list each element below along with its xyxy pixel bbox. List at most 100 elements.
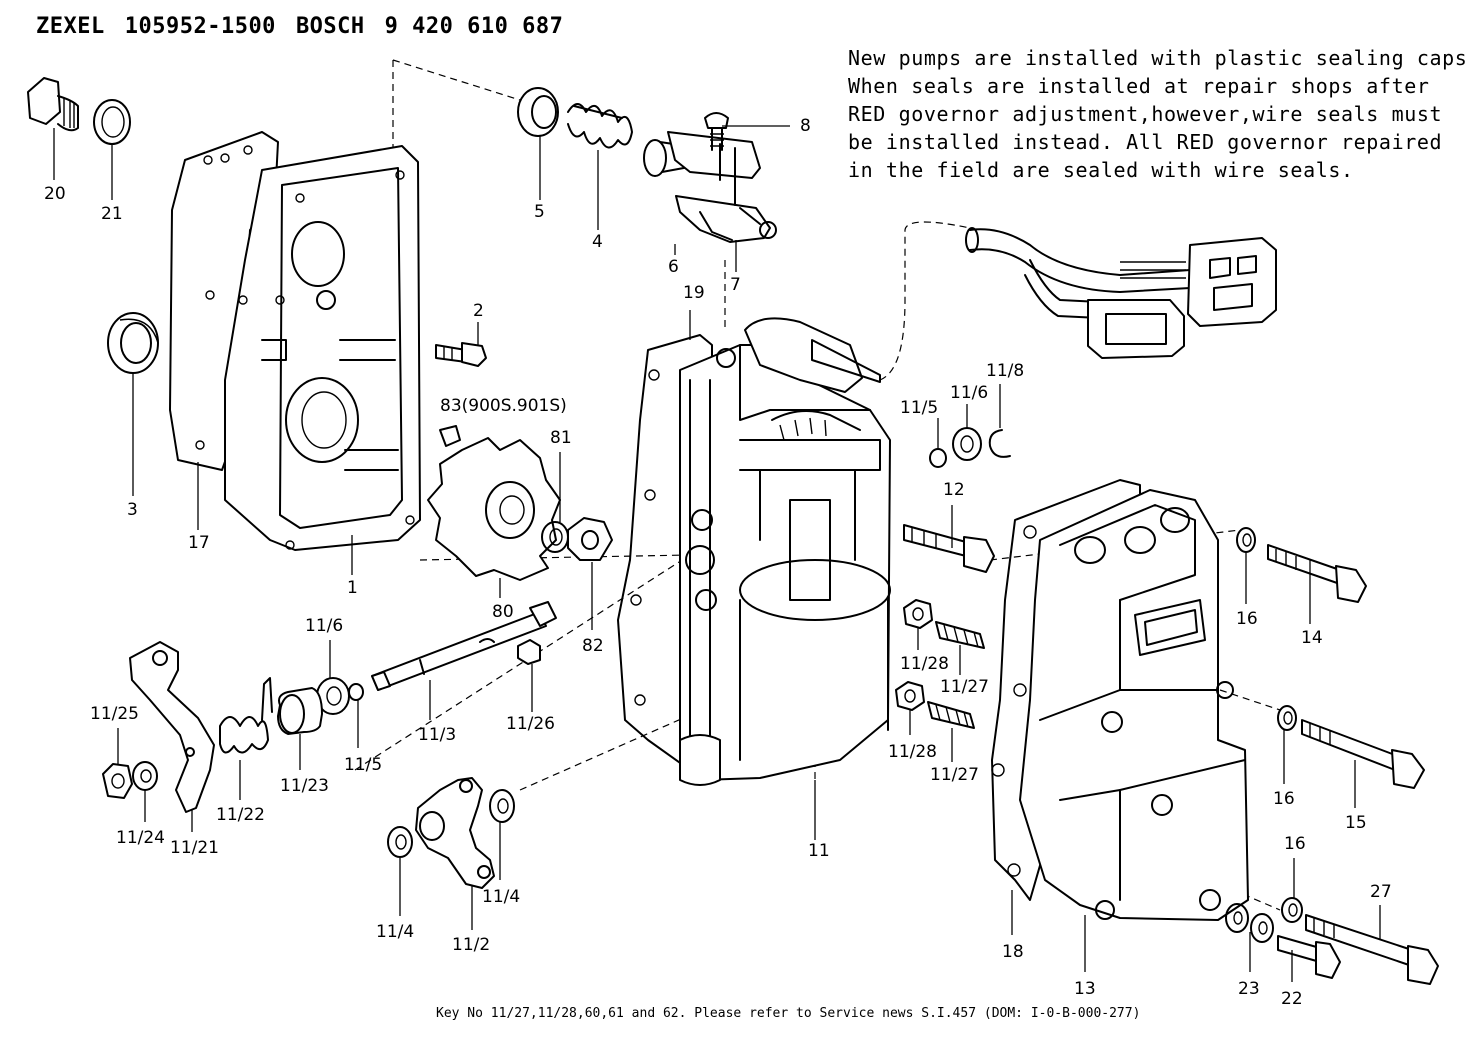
label-11-27-upper: 11/27 [940, 677, 989, 697]
label-11-26: 11/26 [506, 714, 555, 734]
label-5: 5 [534, 202, 545, 222]
label-6: 6 [668, 257, 679, 277]
label-11-4-left: 11/4 [376, 922, 415, 942]
label-83: 83(900S.901S) [440, 396, 567, 416]
note-line-4: be installed instead. All RED governor r… [848, 130, 1443, 154]
governor-housing-part-1 [224, 145, 421, 551]
bolt-part-22 [1277, 935, 1341, 979]
washers-part-23 [1225, 903, 1274, 943]
footer-service-note: Key No 11/27,11/28,60,61 and 62. Please … [436, 1006, 1141, 1021]
pin-part-11-26 [479, 638, 495, 643]
rotor-part-80 [427, 437, 561, 581]
gasket-part-19 [617, 334, 713, 771]
label-11-27-lower: 11/27 [930, 765, 979, 785]
leader-lines [53, 125, 1381, 982]
seal-ring-part-3 [107, 312, 159, 374]
note-line-1: New pumps are installed with plastic sea… [848, 46, 1470, 70]
lever-part-11-2 [415, 777, 495, 889]
gasket-part-18 [991, 479, 1141, 901]
label-3: 3 [127, 500, 138, 520]
label-23: 23 [1238, 979, 1260, 999]
o-ring-part-11-5-lower [348, 683, 364, 701]
label-80: 80 [492, 602, 514, 622]
label-11-8: 11/8 [986, 361, 1025, 381]
label-22: 22 [1281, 989, 1303, 1009]
brand-bosch: BOSCH [295, 14, 365, 39]
note-line-3: RED governor adjustment,however,wire sea… [848, 102, 1443, 126]
nut-part-11-25 [102, 763, 133, 799]
wiring-harness-connector [965, 227, 1277, 359]
washer-part-11-24 [132, 761, 158, 791]
cover-part-13 [1019, 489, 1249, 921]
part-number-bosch: 9 420 610 687 [384, 14, 564, 39]
nut-part-11-28-lower [895, 681, 925, 711]
lever-bracket-part-6-7 [643, 131, 777, 243]
label-11-5-upper: 11/5 [900, 398, 939, 418]
nut-part-82 [567, 517, 613, 561]
label-11-6-lower: 11/6 [305, 616, 344, 636]
screw-part-11-27-upper [935, 621, 985, 649]
screw-part-8 [704, 112, 729, 151]
label-11-23: 11/23 [280, 776, 329, 796]
label-18: 18 [1002, 942, 1024, 962]
label-8: 8 [800, 116, 811, 136]
label-16-lower: 16 [1284, 834, 1306, 854]
label-11-6-upper: 11/6 [950, 383, 989, 403]
washer-part-11-4-right [489, 789, 515, 823]
label-11-4-right: 11/4 [482, 887, 521, 907]
label-11-22: 11/22 [216, 805, 265, 825]
label-12: 12 [943, 480, 965, 500]
note-line-2: When seals are installed at repair shops… [848, 74, 1430, 98]
label-20: 20 [44, 184, 66, 204]
label-19: 19 [683, 283, 705, 303]
washer-part-11-6-upper [952, 427, 982, 461]
label-11-24: 11/24 [116, 828, 165, 848]
screw-part-11-26 [517, 639, 541, 665]
label-7: 7 [730, 275, 741, 295]
header-part-numbers: ZEXEL 105952-1500 BOSCH 9 420 610 687 [36, 14, 583, 39]
label-13: 13 [1074, 979, 1096, 999]
label-81: 81 [550, 428, 572, 448]
bolt-part-15 [1301, 719, 1425, 789]
label-17: 17 [188, 533, 210, 553]
label-27: 27 [1370, 882, 1392, 902]
bolt-part-12 [903, 524, 995, 573]
label-11: 11 [808, 841, 830, 861]
spring-part-4 [567, 103, 633, 149]
clip-part-11-8 [988, 429, 1011, 458]
bolt-part-14 [1267, 544, 1367, 603]
screw-part-11-27-lower [927, 701, 975, 729]
label-11-3: 11/3 [418, 725, 457, 745]
bushing-part-11-23 [277, 687, 323, 735]
label-14: 14 [1301, 628, 1323, 648]
plug-part-20 [27, 77, 79, 132]
label-16-middle: 16 [1273, 789, 1295, 809]
washer-part-16-lower [1281, 897, 1303, 923]
seal-part-5 [517, 87, 559, 137]
label-1: 1 [347, 578, 358, 598]
washer-part-16-middle [1277, 705, 1297, 731]
label-82: 82 [582, 636, 604, 656]
label-11-25: 11/25 [90, 704, 139, 724]
label-11-21: 11/21 [170, 838, 219, 858]
label-11-2: 11/2 [452, 935, 491, 955]
label-15: 15 [1345, 813, 1367, 833]
washer-part-16-upper [1236, 527, 1256, 553]
part-number-zexel: 105952-1500 [124, 14, 276, 39]
label-2: 2 [473, 301, 484, 321]
label-11-28-upper: 11/28 [900, 654, 949, 674]
bolt-part-27 [1305, 914, 1439, 985]
label-16-upper: 16 [1236, 609, 1258, 629]
governor-assembly-part-11 [679, 317, 891, 786]
brand-zexel: ZEXEL [36, 14, 105, 39]
note-line-5: in the field are sealed with wire seals. [848, 158, 1354, 182]
nut-part-11-28-upper [903, 599, 933, 629]
label-4: 4 [592, 232, 603, 252]
label-21: 21 [101, 204, 123, 224]
o-ring-part-11-5 [929, 448, 947, 468]
label-11-28-lower: 11/28 [888, 742, 937, 762]
label-11-5-lower: 11/5 [344, 755, 383, 775]
bolt-part-2 [435, 342, 487, 367]
